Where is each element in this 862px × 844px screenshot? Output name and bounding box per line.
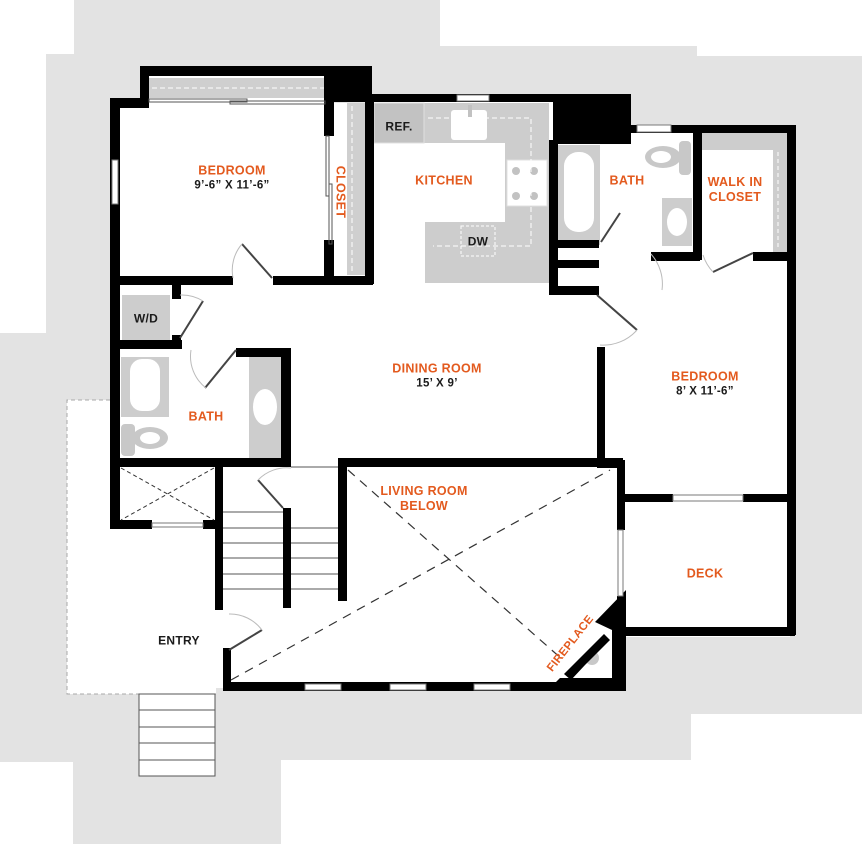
room-label-bedroom-2: BEDROOM 8’ X 11’-6”: [671, 369, 738, 400]
room-name: BEDROOM: [671, 369, 739, 384]
closet-shelf: [347, 103, 365, 275]
refrigerator: [373, 102, 425, 144]
room-name: DINING ROOM: [392, 361, 482, 376]
washer-dryer: [122, 295, 170, 340]
interior-floor: [67, 76, 795, 694]
room-name-line2: CLOSET: [708, 190, 762, 204]
sliding-doors: [148, 98, 333, 245]
room-label-deck: DECK: [686, 566, 724, 581]
room-label-bath-1: BATH: [609, 173, 645, 188]
room-dimensions: 15’ X 9’: [416, 377, 458, 390]
fixture-label-refrigerator: REF.: [385, 119, 413, 134]
room-dimensions: 9’-6” X 11’-6”: [194, 179, 270, 192]
fixture-label-dishwasher: DW: [467, 234, 489, 249]
door-swings: [179, 243, 714, 631]
room-label-kitchen: KITCHEN: [415, 173, 473, 188]
room-label-walk-in-closet: WALK IN CLOSET: [708, 175, 763, 205]
cooktop-burners: [512, 167, 538, 200]
room-dimensions: 8’ X 11’-6”: [676, 385, 734, 398]
dishwasher: [460, 225, 496, 257]
room-name-line2: BELOW: [399, 499, 449, 513]
room-label-living-room: LIVING ROOM BELOW: [380, 484, 467, 514]
windows: [111, 94, 744, 691]
room-name-line1: LIVING ROOM: [380, 484, 468, 498]
storage-x: [120, 467, 215, 521]
room-label-bedroom-1: BEDROOM 9’-6” X 11’-6”: [194, 163, 269, 194]
open-to-below-x: [230, 469, 611, 681]
room-name-line1: WALK IN: [707, 175, 763, 189]
stair-treads: [223, 466, 338, 590]
entry-steps: [138, 693, 216, 777]
room-label-bath-2: BATH: [188, 409, 224, 424]
fixture-label-washer-dryer: W/D: [133, 311, 159, 326]
doors: [179, 212, 754, 651]
room-label-dining-room: DINING ROOM 15’ X 9’: [392, 361, 481, 392]
entry-boundary: [66, 399, 216, 695]
room-name: BEDROOM: [198, 163, 266, 178]
cooktop: [506, 159, 548, 207]
room-label-closet: CLOSET: [333, 165, 348, 219]
room-label-entry: ENTRY: [158, 633, 200, 648]
